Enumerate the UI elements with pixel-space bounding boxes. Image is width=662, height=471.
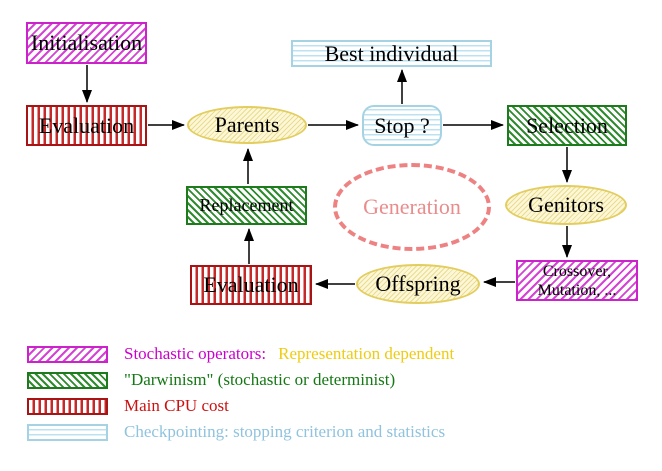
legend-label-cpu-cost: Main CPU cost <box>124 396 229 415</box>
node-genitors: Genitors <box>505 185 627 225</box>
node-best-individual: Best individual <box>291 40 492 67</box>
legend-label-stochastic: Stochastic operators: <box>124 344 267 363</box>
node-initialisation: Initialisation <box>26 22 147 64</box>
legend-label-checkpointing: Checkpointing: stopping criterion and st… <box>124 422 446 441</box>
node-crossover-mutation: Crossover, Mutation, ... <box>516 260 638 301</box>
red-vertical-stripes-swatch <box>27 397 108 415</box>
crossover-label-line2: Mutation, ... <box>537 281 617 299</box>
cyan-horizontal-stripes-swatch <box>27 423 108 441</box>
node-evaluation-top: Evaluation <box>26 105 147 146</box>
node-replacement: Replacement <box>186 186 307 225</box>
node-offspring: Offspring <box>356 264 480 304</box>
node-stop: Stop ? <box>362 105 442 146</box>
legend-row-darwinism: "Darwinism" (stochastic or determinist) <box>27 370 396 389</box>
magenta-diagonal-hatch-swatch <box>27 345 108 363</box>
green-diagonal-hatch-swatch <box>27 371 108 389</box>
legend-row-cpu-cost: Main CPU cost <box>27 396 229 415</box>
legend-label-representation: Representation dependent <box>278 344 455 363</box>
node-parents: Parents <box>187 106 307 144</box>
crossover-label-line1: Crossover, <box>542 262 612 280</box>
generation-label: Generation <box>363 194 461 219</box>
node-selection: Selection <box>507 105 627 146</box>
node-evaluation-bottom: Evaluation <box>190 265 312 305</box>
generation-cycle-ellipse: Generation <box>333 163 491 251</box>
legend-row-checkpointing: Checkpointing: stopping criterion and st… <box>27 422 446 441</box>
legend-label-darwinism: "Darwinism" (stochastic or determinist) <box>124 370 396 389</box>
legend-row-stochastic: Stochastic operators: Representation dep… <box>27 344 455 363</box>
